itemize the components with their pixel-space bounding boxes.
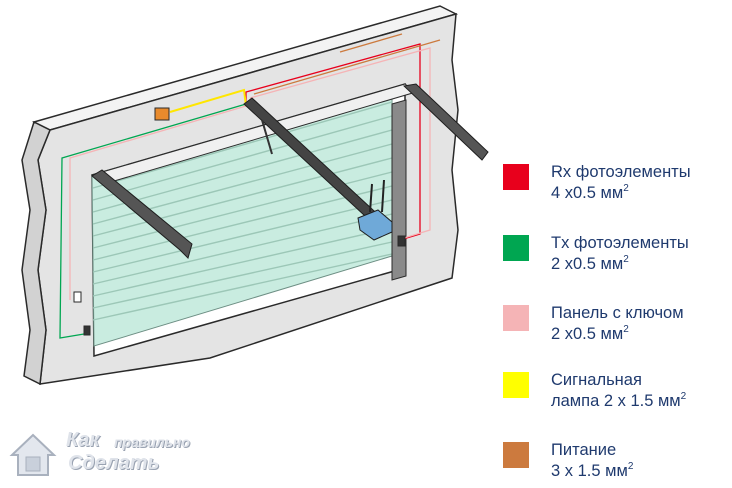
legend-text-signal-lamp: Сигнальная лампа 2 x 1.5 мм2 <box>551 370 686 412</box>
drive-bracket-2 <box>381 179 385 213</box>
logo-word-pravilno: правильно <box>114 434 190 450</box>
legend-label-tx: Tx фотоэлементы <box>551 234 689 252</box>
orange-wire <box>253 39 441 95</box>
legend-swatch-rx <box>503 164 529 190</box>
signal-lamp-icon <box>154 107 170 121</box>
legend-spec-tx-value: 2 x0.5 мм <box>551 255 624 273</box>
legend-item-key-panel: Панель с ключом 2 x0.5 мм2 <box>503 303 684 345</box>
legend-spec-tx: 2 x0.5 мм2 <box>551 254 689 275</box>
legend-item-power: Питание 3 x 1.5 мм2 <box>503 440 633 482</box>
pink-wire <box>249 47 431 239</box>
legend-item-rx: Rx фотоэлементы 4 x0.5 мм2 <box>503 162 691 204</box>
drive-unit <box>357 209 393 241</box>
left-guide-rail <box>91 169 193 259</box>
photocell-right-icon <box>397 235 406 247</box>
legend-item-tx: Tx фотоэлементы 2 x0.5 мм2 <box>503 233 689 275</box>
logo-word-kak: Как <box>66 429 100 451</box>
legend-spec-signal-lamp-sup: 2 <box>680 391 687 402</box>
legend-text-rx: Rx фотоэлементы 4 x0.5 мм2 <box>551 162 691 204</box>
yellow-wire <box>169 88 247 113</box>
logo-word-sdelat: Сделать <box>68 452 160 474</box>
green-wire <box>59 103 247 339</box>
legend-swatch-key-panel <box>503 305 529 331</box>
legend-spec-rx-value: 4 x0.5 мм <box>551 184 624 202</box>
legend-spec-power-value: 3 x 1.5 мм <box>551 462 628 480</box>
legend-swatch-signal-lamp <box>503 372 529 398</box>
legend-label-key-panel: Панель с ключом <box>551 304 684 322</box>
pink-wire-left <box>69 105 247 300</box>
wall-left-edge <box>21 120 51 386</box>
legend-text-key-panel: Панель с ключом 2 x0.5 мм2 <box>551 303 684 345</box>
legend-spec-rx: 4 x0.5 мм2 <box>551 183 691 204</box>
photocell-left-lower-icon <box>83 325 91 336</box>
legend-spec-key-panel: 2 x0.5 мм2 <box>551 324 684 345</box>
house-logo-icon <box>9 433 57 476</box>
red-wire <box>245 43 421 241</box>
wiring <box>59 33 441 339</box>
legend-item-signal-lamp: Сигнальная лампа 2 x 1.5 мм2 <box>503 370 686 412</box>
legend-spec-power: 3 x 1.5 мм2 <box>551 461 633 482</box>
legend-spec-rx-sup: 2 <box>623 183 629 194</box>
legend-label-signal-lamp: Сигнальная <box>551 371 642 389</box>
right-guide-rail <box>402 83 489 161</box>
legend-label-power: Питание <box>551 441 617 459</box>
legend-label-rx: Rx фотоэлементы <box>551 163 691 181</box>
drive-bracket-1 <box>369 183 373 213</box>
legend-swatch-power <box>503 442 529 468</box>
site-logo: Как правильно Сделать <box>8 425 228 485</box>
opener-arm <box>261 119 273 155</box>
photocell-left-icon <box>73 291 82 303</box>
legend-text-power: Питание 3 x 1.5 мм2 <box>551 440 633 482</box>
legend-spec-signal-lamp-value: лампа 2 x 1.5 мм <box>551 392 681 410</box>
legend-text-tx: Tx фотоэлементы 2 x0.5 мм2 <box>551 233 689 275</box>
right-door-post <box>391 99 407 281</box>
orange-wire-top <box>339 33 403 53</box>
legend-spec-key-panel-sup: 2 <box>623 324 629 335</box>
legend-spec-power-sup: 2 <box>627 461 634 472</box>
legend-spec-tx-sup: 2 <box>623 254 629 265</box>
legend-spec-signal-lamp: лампа 2 x 1.5 мм2 <box>551 391 686 412</box>
legend-spec-key-panel-value: 2 x0.5 мм <box>551 325 624 343</box>
legend-swatch-tx <box>503 235 529 261</box>
door-slats <box>92 101 393 321</box>
